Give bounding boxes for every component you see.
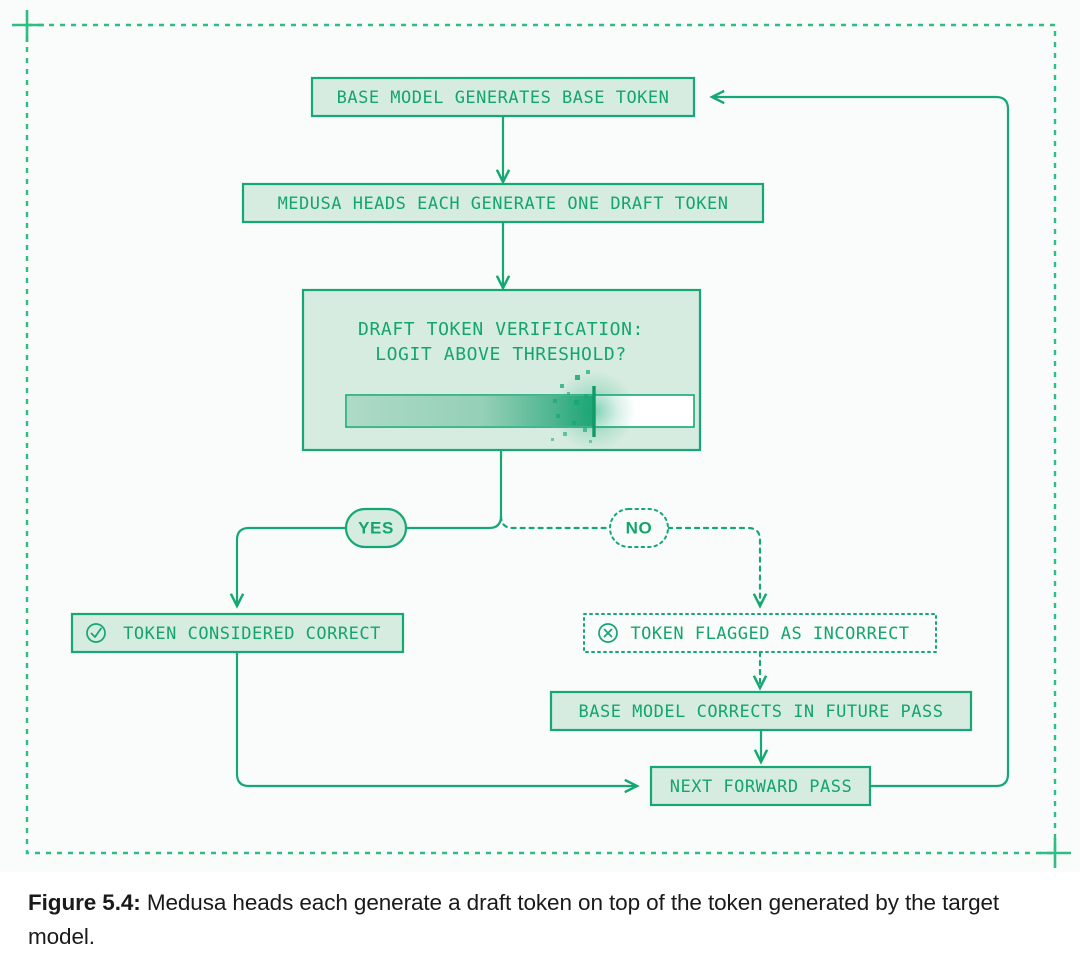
- figure-caption-text: Medusa heads each generate a draft token…: [28, 890, 1000, 949]
- node-token-considered-correct-label: TOKEN CONSIDERED CORRECT: [123, 624, 381, 644]
- node-base-model-corrects-label: BASE MODEL CORRECTS IN FUTURE PASS: [579, 702, 944, 722]
- verification-title-line1: DRAFT TOKEN VERIFICATION:: [358, 319, 644, 340]
- node-base-model-generates[interactable]: BASE MODEL GENERATES BASE TOKEN: [310, 76, 696, 118]
- node-token-flagged-incorrect-label: TOKEN FLAGGED AS INCORRECT: [630, 624, 909, 644]
- decision-pill-no-label: NO: [626, 518, 653, 537]
- figure-caption-label: Figure 5.4:: [28, 890, 141, 915]
- node-base-model-corrects[interactable]: BASE MODEL CORRECTS IN FUTURE PASS: [549, 690, 973, 732]
- node-medusa-heads-label: MEDUSA HEADS EACH GENERATE ONE DRAFT TOK…: [278, 194, 729, 214]
- x-circle-icon: [598, 623, 618, 643]
- decision-pill-yes[interactable]: YES: [344, 507, 408, 549]
- node-medusa-heads[interactable]: MEDUSA HEADS EACH GENERATE ONE DRAFT TOK…: [241, 182, 765, 224]
- node-token-considered-correct[interactable]: TOKEN CONSIDERED CORRECT: [70, 612, 405, 654]
- decision-pill-no[interactable]: NO: [609, 508, 669, 548]
- node-next-forward-pass-label: NEXT FORWARD PASS: [670, 777, 853, 797]
- node-draft-token-verification[interactable]: DRAFT TOKEN VERIFICATION: LOGIT ABOVE TH…: [301, 288, 702, 452]
- connector-correct-to-next-pass: [235, 652, 637, 786]
- verification-title-line2: LOGIT ABOVE THRESHOLD?: [375, 344, 627, 365]
- connector-no-branch: [499, 514, 612, 530]
- decision-pill-yes-label: YES: [358, 518, 394, 537]
- node-token-flagged-incorrect[interactable]: TOKEN FLAGGED AS INCORRECT: [583, 613, 937, 653]
- connector-yes-branch: [404, 515, 503, 530]
- node-next-forward-pass[interactable]: NEXT FORWARD PASS: [649, 765, 872, 807]
- crop-mark-bottom-right: [1039, 838, 1071, 868]
- figure-caption: Figure 5.4: Medusa heads each generate a…: [28, 886, 1038, 954]
- crop-mark-top-left: [12, 10, 44, 42]
- threshold-particles: [551, 370, 592, 443]
- check-circle-icon: [86, 623, 106, 643]
- connector-no-to-incorrect: [666, 526, 760, 606]
- node-base-model-generates-label: BASE MODEL GENERATES BASE TOKEN: [337, 88, 670, 108]
- connector-yes-to-correct: [237, 526, 347, 606]
- flowchart: BASE MODEL GENERATES BASE TOKEN MEDUSA H…: [12, 10, 1071, 868]
- threshold-progress-bar: [345, 370, 695, 451]
- connector-return-loop: [712, 97, 1010, 788]
- figure-frame: [25, 23, 1057, 855]
- figure-canvas: BASE MODEL GENERATES BASE TOKEN MEDUSA H…: [12, 10, 1071, 868]
